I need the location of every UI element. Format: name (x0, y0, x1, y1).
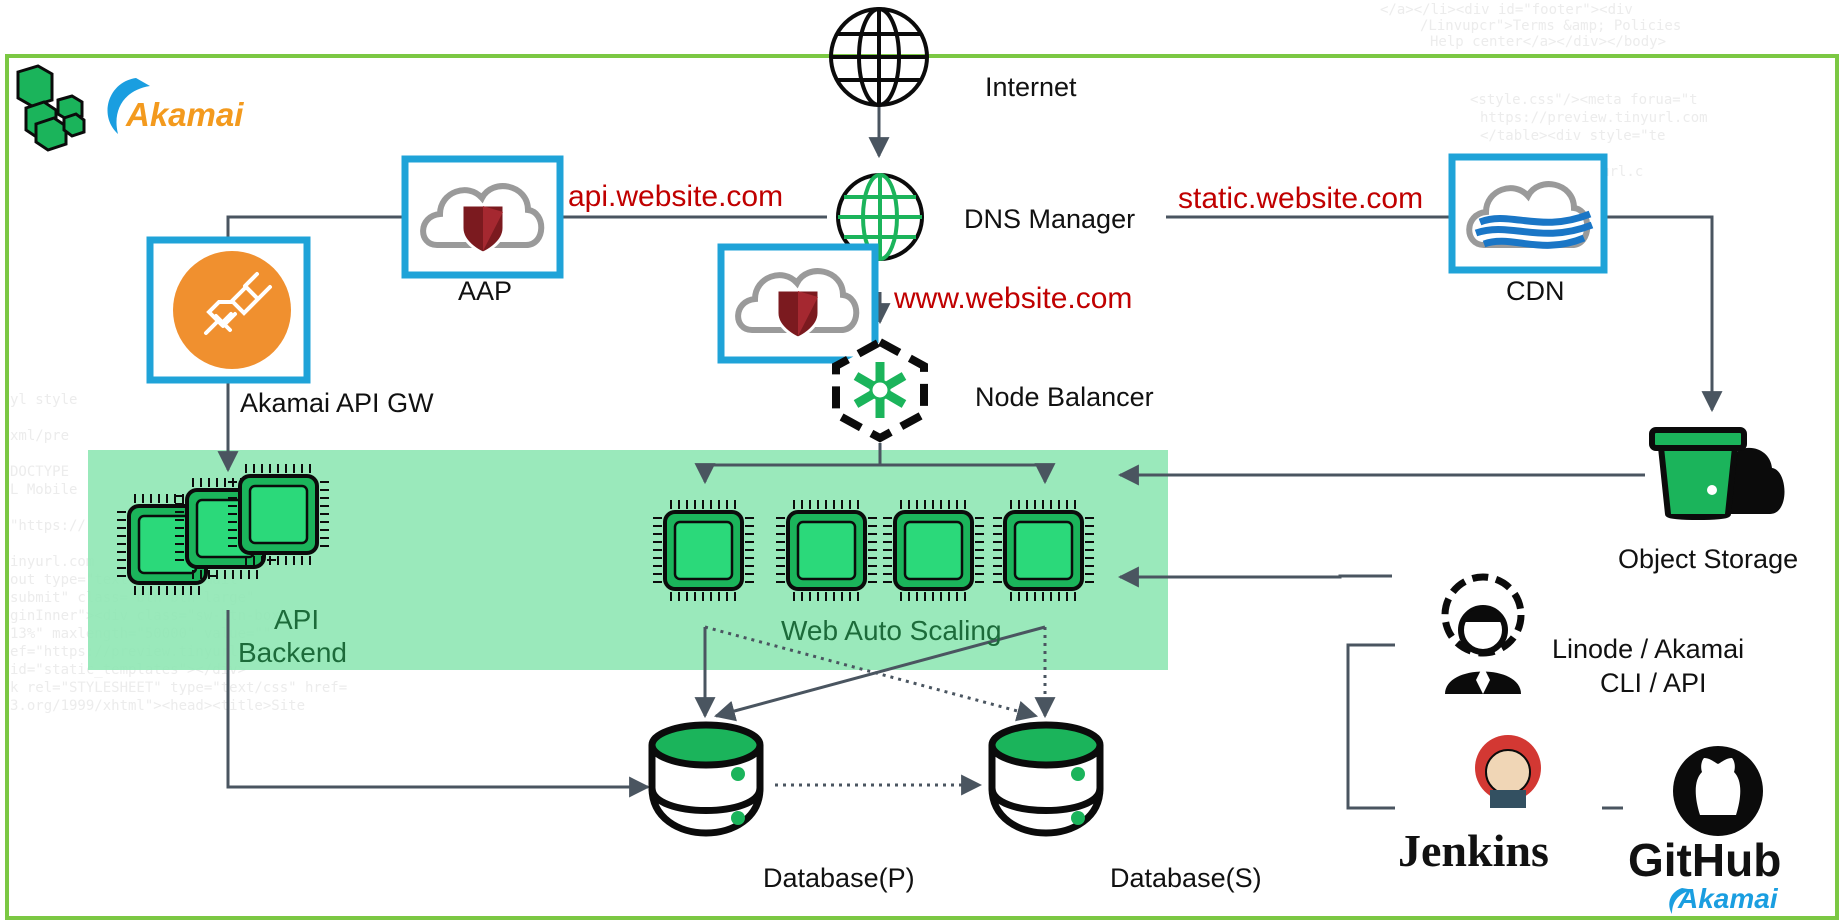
github-logo-text: GitHub (1628, 834, 1781, 886)
linode-logo-icon (16, 64, 86, 152)
cli-jenkins-bracket (1346, 643, 1395, 810)
db-secondary-label: Database(S) (1110, 863, 1262, 893)
svg-text:Help center</a></div></body>: Help center</a></div></body> (1430, 34, 1666, 50)
backend-to-dbp-line (226, 610, 651, 798)
web-auto-scaling-label: Web Auto Scaling (781, 615, 1002, 646)
www-url-label: www.website.com (893, 282, 1132, 315)
web-to-dbp-cross (713, 625, 1046, 722)
bucket-cloud-icon (1649, 427, 1785, 520)
replication-lines (704, 625, 1056, 796)
cdn-to-storage-line (1606, 215, 1723, 413)
svg-text:DOCTYPE: DOCTYPE (10, 464, 69, 480)
svg-text:</a></li><div id="footer"><div: </a></li><div id="footer"><div (1380, 2, 1633, 18)
gear-person-icon (1441, 573, 1525, 694)
db-primary-label: Database(P) (763, 863, 915, 893)
cli-api-label-1: Linode / Akamai (1552, 634, 1744, 664)
cloud-shield-icon (735, 268, 860, 340)
dns-globe-icon (836, 173, 924, 261)
balancer-to-web-line (703, 443, 1047, 482)
svg-text:k rel="STYLESHEET" type="text/: k rel="STYLESHEET" type="text/css" href= (10, 680, 347, 696)
node-balancer-icon (832, 337, 928, 443)
aap-box (401, 155, 564, 279)
cloud-waves-icon (1466, 181, 1594, 249)
akamai-logo-text: Akamai (125, 96, 244, 133)
database-secondary-icon (988, 721, 1104, 837)
api-gw-box (146, 236, 311, 384)
svg-text:https://preview.tinyurl.com: https://preview.tinyurl.com (1480, 110, 1708, 126)
api-url-label: api.website.com (568, 180, 783, 213)
server-chip-icon (991, 498, 1096, 603)
cloud-shield-icon (420, 183, 545, 255)
svg-text:</table><div style="te: </table><div style="te (1480, 128, 1665, 144)
akamai-logo-top: Akamai (107, 78, 244, 134)
svg-text:yl style: yl style (10, 392, 77, 408)
cdn-box (1448, 153, 1608, 274)
svg-text:"https://: "https:// (10, 518, 86, 534)
object-storage-label: Object Storage (1618, 544, 1798, 574)
cli-api-label-2: CLI / API (1600, 668, 1707, 698)
node-balancer-label: Node Balancer (975, 382, 1154, 412)
cdn-label: CDN (1506, 276, 1565, 306)
internet-label: Internet (985, 72, 1077, 102)
svg-text:L Mobile: L Mobile (10, 482, 77, 498)
globe-icon (829, 7, 929, 107)
waf-box (717, 243, 879, 364)
aap-label: AAP (458, 276, 512, 306)
svg-text:<style.css"/><meta forua="t: <style.css"/><meta forua="t (1470, 92, 1698, 108)
api-gw-label: Akamai API GW (240, 388, 434, 418)
static-url-label: static.website.com (1178, 182, 1423, 215)
server-chip-icon (774, 498, 879, 603)
github-logo-icon: GitHub Akamai (1628, 746, 1781, 914)
server-chip-icon (226, 462, 331, 567)
svg-text:/Linvupcr">Terms &amp; Policie: /Linvupcr">Terms &amp; Policies (1420, 18, 1681, 34)
svg-text:3.org/1999/xhtml"><head><title: 3.org/1999/xhtml"><head><title>Site (10, 698, 305, 714)
api-backend-label-1: API (274, 604, 319, 635)
dns-manager-label: DNS Manager (964, 204, 1135, 234)
server-chip-icon (651, 498, 756, 603)
plug-icon (173, 251, 291, 369)
svg-text:inyurl.com: inyurl.com (10, 554, 94, 570)
jenkins-logo-icon: Jenkins (1398, 735, 1549, 876)
aap-to-apigw-line (226, 215, 405, 238)
api-backend-label-2: Backend (238, 637, 347, 668)
akamai-logo-bottom-text: Akamai (1677, 883, 1779, 914)
database-primary-icon (648, 721, 764, 837)
svg-text:xml/pre: xml/pre (10, 428, 69, 444)
connectors (217, 100, 1723, 810)
cli-to-web-line (1117, 566, 1392, 588)
server-chip-icon (881, 498, 986, 603)
jenkins-logo-text: Jenkins (1398, 825, 1549, 876)
